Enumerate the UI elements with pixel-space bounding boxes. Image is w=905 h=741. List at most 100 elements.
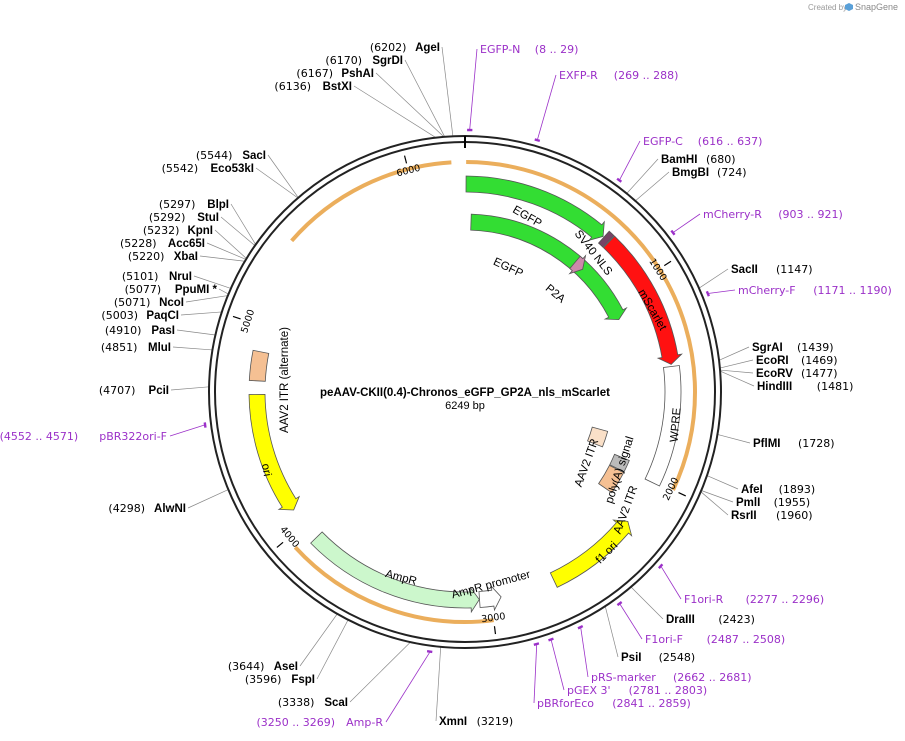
feature-ampr-promoter (478, 585, 502, 612)
feature-ampr (310, 531, 480, 614)
primer-marks: EGFP-N(8 .. 29)EXFP-R(269 .. 288)EGFP-C(… (0, 43, 892, 729)
site-pos-nrui: (5101) (122, 270, 159, 283)
site-pos-psii: (2548) (659, 651, 696, 664)
site-leader-alwni (187, 489, 229, 509)
feature-egfp (465, 175, 605, 242)
site-pos-scai: (3338) (278, 696, 315, 709)
site-name-nrui: NruI (169, 271, 192, 283)
site-leader-pmli (701, 490, 734, 503)
site-pos-ecori: (1469) (801, 354, 838, 367)
primer-mark-pbr322ori-f (203, 422, 207, 428)
site-pos-bamhi: (680) (706, 153, 736, 166)
credit-prefix: Created by (808, 3, 847, 12)
site-name-eco53ki: Eco53kI (211, 163, 254, 175)
tick-label-3000: 3000 (481, 611, 506, 625)
site-pos-asei: (3644) (228, 660, 265, 673)
site-pos-alwni: (4298) (108, 502, 145, 515)
site-pos-pcii: (4707) (99, 384, 136, 397)
tick-label-2000: 2000 (661, 476, 681, 503)
site-leader-kpni (214, 229, 247, 259)
site-leader-blpi (230, 203, 256, 245)
primer-range-f1ori-r: (2277 .. 2296) (746, 593, 825, 606)
site-pos-ecorv: (1477) (801, 367, 838, 380)
site-pos-bmgbi: (724) (717, 166, 747, 179)
site-leader-sgrai (718, 346, 750, 361)
primer-leader-f1ori-r (661, 566, 682, 600)
site-name-bamhi: BamHI (661, 154, 697, 166)
feature-f1-ori (549, 519, 633, 588)
site-pos-sacii: (1147) (776, 263, 813, 276)
feature-label-p2a: P2A (543, 282, 568, 305)
feature-aav2-itr-alternate (248, 349, 270, 382)
feature-wpre (644, 365, 682, 487)
plasmid-name: peAAV-CKII(0.4)-Chronos_eGFP_GP2A_nls_mS… (320, 387, 610, 399)
site-name-psii: PsiI (621, 652, 641, 664)
site-leader-paqci (180, 311, 222, 316)
primer-name-pbrforeco: pBRforEco (537, 697, 594, 710)
primer-name-egfp-c: EGFP-C (643, 135, 683, 148)
primer-leader-pbrforeco (533, 645, 538, 704)
orf-arcs (290, 160, 697, 624)
site-leader-pshai (375, 72, 445, 138)
primer-range-egfp-n: (8 .. 29) (535, 43, 579, 56)
site-leader-stui (220, 216, 256, 246)
orf-arc-ampr (293, 545, 494, 624)
primer-name-mcherry-f: mCherry-F (738, 284, 796, 297)
primer-leader-egfp-n (469, 48, 478, 130)
primer-mark-f1ori-r (657, 563, 664, 570)
site-leader-asei (299, 613, 338, 667)
site-leader-xmni (435, 646, 442, 722)
primer-range-mcherry-f: (1171 .. 1190) (813, 284, 892, 297)
primer-leader-pgex-3 (550, 640, 565, 691)
tick-mark-2000 (678, 492, 687, 497)
site-name-acc65i: Acc65I (168, 238, 205, 250)
site-name-hindiii: HindIII (757, 381, 792, 393)
site-leader-pasi (176, 329, 216, 336)
primer-name-prs-marker: pRS-marker (591, 671, 656, 684)
feature-label-ori: ori (259, 463, 273, 478)
site-leader-draiii (630, 586, 664, 620)
site-name-ecori: EcoRI (756, 355, 789, 367)
site-name-paqci: PaqCI (146, 310, 179, 322)
primer-mark-exfp-r (534, 138, 541, 143)
site-leader-ppumi (218, 288, 229, 295)
site-leader-xbai (199, 255, 245, 262)
tick-label-6000: 6000 (395, 163, 421, 180)
primer-leader-amp-r (385, 652, 430, 723)
site-name-pmli: PmlI (736, 497, 760, 509)
orf-arc-upper (290, 160, 452, 243)
site-leader-agei (441, 46, 454, 137)
site-name-draiii: DraIII (666, 614, 695, 626)
site-leader-ecori (719, 359, 754, 369)
orf-arc-main (466, 160, 697, 491)
primer-mark-mcherry-f (705, 290, 710, 297)
primer-leader-prs-marker (580, 628, 589, 678)
snapgene-logo-icon (845, 3, 853, 11)
site-name-alwni: AlwNI (154, 503, 186, 515)
tick-mark-1000 (663, 260, 672, 267)
feature-label-aav2-itr-alternate: AAV2 ITR (alternate) (279, 327, 291, 433)
primer-range-pbr322ori-f: (4552 .. 4571) (0, 430, 78, 443)
site-pos-ppumi: (5077) (125, 283, 162, 296)
feature-label-egfp-2: EGFP (491, 256, 525, 280)
site-pos-agei: (6202) (370, 41, 407, 54)
site-pos-sgrai: (1439) (797, 341, 834, 354)
tick-label-1000: 1000 (646, 257, 668, 283)
site-leader-eco53ki (255, 167, 299, 199)
site-name-stui: StuI (197, 212, 219, 224)
site-name-xbai: XbaI (174, 251, 198, 263)
site-pos-draiii: (2423) (718, 613, 755, 626)
site-name-ecorv: EcoRV (756, 368, 793, 380)
credit-brand: SnapGene (855, 2, 898, 12)
tick-label-4000: 4000 (277, 524, 301, 550)
primer-mark-f1ori-f (616, 601, 623, 607)
site-pos-paqci: (5003) (101, 309, 138, 322)
tick-mark-6000 (403, 155, 408, 164)
site-name-blpi: BlpI (207, 199, 229, 211)
site-name-sgrdi: SgrDI (372, 55, 403, 67)
site-leader-sgrdi (404, 59, 445, 137)
site-name-ncoi: NcoI (159, 297, 184, 309)
site-leader-nrui (193, 275, 231, 289)
site-pos-pmli: (1955) (774, 496, 811, 509)
